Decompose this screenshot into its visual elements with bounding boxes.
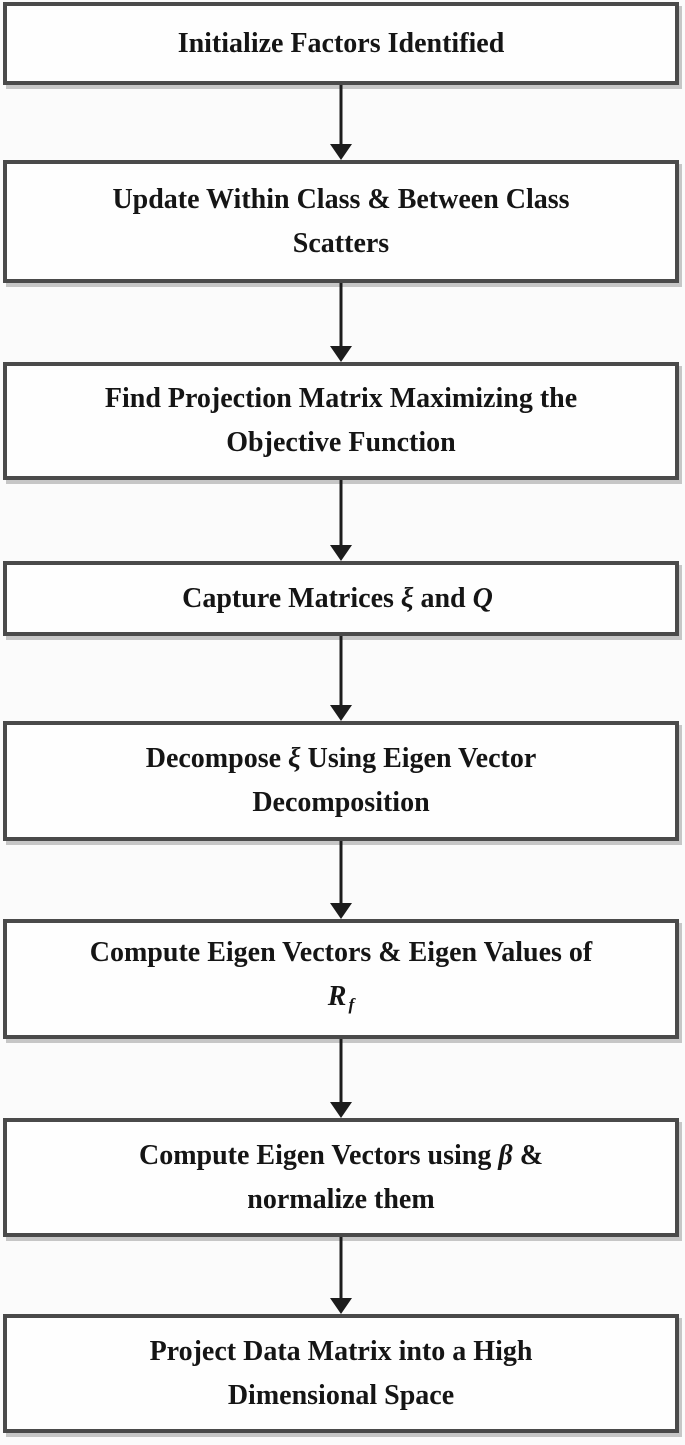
step-text-line: Initialize Factors Identified xyxy=(178,22,505,66)
arrow-shaft xyxy=(339,85,343,148)
math-symbol: ξ xyxy=(400,582,414,614)
flow-arrow-7 xyxy=(329,1237,353,1314)
step-text: Project Data Matrix into a High xyxy=(149,1335,533,1367)
step-text: & xyxy=(519,1139,544,1171)
step-text: Initialize Factors Identified xyxy=(177,27,505,59)
arrow-down-icon xyxy=(330,346,352,362)
math-symbol: R xyxy=(327,980,347,1012)
step-text-line: Update Within Class & Between Class xyxy=(112,178,569,222)
flow-arrow-6 xyxy=(329,1039,353,1118)
math-symbol: Q xyxy=(472,582,493,614)
arrow-down-icon xyxy=(330,1102,352,1118)
step-text: Objective Function xyxy=(226,427,456,458)
step-text-line: Find Projection Matrix Maximizing the xyxy=(105,377,577,421)
step-text-line: Dimensional Space xyxy=(228,1374,454,1418)
step-text-line: Decomposition xyxy=(252,781,429,825)
flow-arrow-2 xyxy=(329,283,353,362)
step-text-line: Project Data Matrix into a High xyxy=(150,1330,533,1374)
step-text: normalize them xyxy=(247,1183,435,1215)
step-text: Find Projection Matrix Maximizing the xyxy=(104,383,578,414)
step-text: Decomposition xyxy=(252,787,430,818)
step-text: Decompose xyxy=(145,743,282,774)
math-symbol: f xyxy=(348,995,355,1015)
arrow-shaft xyxy=(339,1237,343,1302)
flow-arrow-4 xyxy=(329,636,353,721)
math-symbol: β xyxy=(498,1139,513,1171)
arrow-shaft xyxy=(339,283,343,350)
arrow-down-icon xyxy=(330,545,352,561)
math-symbol: ξ xyxy=(288,743,301,774)
step-text: and xyxy=(420,582,466,614)
step-text-line: Objective Function xyxy=(226,421,455,465)
arrow-down-icon xyxy=(330,144,352,160)
flow-arrow-1 xyxy=(329,85,353,160)
step-text-line: normalize them xyxy=(247,1178,434,1222)
step-text: Using Eigen Vector xyxy=(307,743,537,774)
arrow-shaft xyxy=(339,480,343,549)
flow-arrow-5 xyxy=(329,841,353,919)
step-text: Update Within Class & Between Class xyxy=(112,183,570,215)
arrow-down-icon xyxy=(330,1298,352,1314)
step-text: Compute Eigen Vectors & Eigen Values of xyxy=(89,936,593,968)
step-text-line: Compute Eigen Vectors & Eigen Values of xyxy=(90,931,592,975)
arrow-down-icon xyxy=(330,903,352,919)
arrow-down-icon xyxy=(330,705,352,721)
arrow-shaft xyxy=(339,841,343,907)
flow-step-initialize-factors: Initialize Factors Identified xyxy=(3,2,679,85)
step-text: Scatters xyxy=(292,227,390,259)
step-text-line: Scatters xyxy=(293,222,389,266)
step-text: Capture Matrices xyxy=(182,582,394,614)
step-text: Dimensional Space xyxy=(227,1379,455,1411)
arrow-shaft xyxy=(339,1039,343,1106)
flow-arrow-3 xyxy=(329,480,353,561)
flow-step-compute-eigen-of-rf: Compute Eigen Vectors & Eigen Values of R… xyxy=(3,919,679,1039)
arrow-shaft xyxy=(339,636,343,709)
step-text: Compute Eigen Vectors using xyxy=(138,1139,492,1171)
